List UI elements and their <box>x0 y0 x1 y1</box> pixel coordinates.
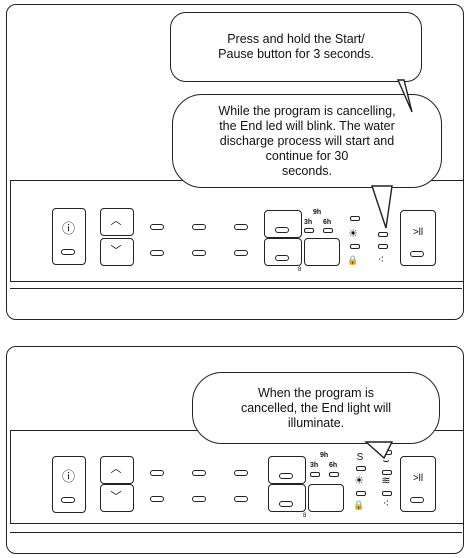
end-icon: ⌣ <box>382 455 390 467</box>
callout-start-pause: Press and hold the Start/ Pause button f… <box>170 12 422 82</box>
dry-indicator-led <box>356 491 366 496</box>
timer-label-6h: 6h <box>329 462 338 469</box>
timer-label-6h: 6h <box>323 219 332 226</box>
lock-icon: 🔒 <box>353 500 365 510</box>
timer-label-8: 8 <box>298 267 302 273</box>
delay-timer-led <box>279 501 293 507</box>
salt-icon: ⁖ <box>377 254 385 266</box>
half-load-icon: S <box>356 452 364 463</box>
half-load-indicator-led <box>356 466 366 471</box>
power-icon: ⓘ <box>62 469 76 484</box>
timer-label-9h: 9h <box>313 209 322 216</box>
power-led <box>61 249 75 255</box>
salt-indicator-led <box>382 491 392 496</box>
rinse-aid-icon: ≋ <box>381 475 391 487</box>
program-led <box>150 470 164 476</box>
play-pause-icon: >ll <box>412 227 424 238</box>
timer-label-3h: 3h <box>304 219 313 226</box>
chevron-up-icon: ︿ <box>110 215 122 227</box>
program-up-button[interactable]: ︿ <box>100 456 134 484</box>
rinse-aid-indicator-led <box>378 244 388 249</box>
timer-led-3h <box>304 228 314 233</box>
program-up-button[interactable]: ︿ <box>100 208 134 236</box>
half-load-indicator-led <box>350 216 360 221</box>
program-led <box>234 470 248 476</box>
program-led <box>234 224 248 230</box>
program-led <box>192 496 206 502</box>
program-led <box>150 224 164 230</box>
timer-display <box>308 484 344 512</box>
callout-cancelling: While the program is cancelling, the End… <box>172 94 442 188</box>
power-button[interactable]: ⓘ <box>52 456 86 513</box>
program-down-button[interactable]: ﹀ <box>100 484 134 512</box>
program-led <box>234 250 248 256</box>
timer-led-6h <box>323 228 333 233</box>
callout-text: When the program is cancelled, the End l… <box>240 385 392 430</box>
callout-text: While the program is cancelling, the End… <box>218 103 396 178</box>
callout-text: Press and hold the Start/ Pause button f… <box>218 32 374 61</box>
power-button[interactable]: ⓘ <box>52 208 86 265</box>
chevron-up-icon: ︿ <box>110 463 122 475</box>
dry-icon: ☀ <box>354 475 364 487</box>
delay-timer-button[interactable] <box>268 484 306 512</box>
panel-bottom-edge <box>10 532 462 533</box>
program-down-button[interactable]: ﹀ <box>100 238 134 266</box>
half-load-button[interactable] <box>268 456 306 484</box>
rinse-aid-indicator-led <box>382 470 392 475</box>
timer-led-3h <box>310 472 320 477</box>
power-icon: ⓘ <box>62 221 76 236</box>
half-load-button[interactable] <box>264 210 302 238</box>
program-led <box>150 250 164 256</box>
program-led <box>234 496 248 502</box>
program-led <box>192 224 206 230</box>
panel-bottom-edge <box>10 288 462 289</box>
salt-icon: ⁖ <box>382 498 390 510</box>
dry-icon: ☀ <box>348 228 358 240</box>
timer-label-9h: 9h <box>320 452 329 459</box>
start-pause-button[interactable]: >ll <box>400 456 436 512</box>
delay-timer-led <box>275 255 289 261</box>
program-led <box>192 470 206 476</box>
start-pause-button[interactable]: >ll <box>400 210 436 266</box>
lock-icon: 🔒 <box>347 255 359 265</box>
end-indicator-led <box>378 232 388 237</box>
chevron-down-icon: ﹀ <box>110 245 122 257</box>
play-pause-icon: >ll <box>412 473 424 484</box>
delay-timer-button[interactable] <box>264 238 302 266</box>
program-led <box>192 250 206 256</box>
timer-label-3h: 3h <box>310 462 319 469</box>
dry-indicator-led <box>350 244 360 249</box>
chevron-down-icon: ﹀ <box>110 491 122 503</box>
callout-cancelled: When the program is cancelled, the End l… <box>192 372 440 444</box>
half-load-led <box>275 227 289 233</box>
power-led <box>61 497 75 503</box>
start-pause-led <box>410 497 424 503</box>
timer-display <box>304 238 340 266</box>
start-pause-led <box>410 251 424 257</box>
program-led <box>150 496 164 502</box>
half-load-led <box>279 473 293 479</box>
timer-label-8: 8 <box>303 513 307 519</box>
timer-led-6h <box>329 472 339 477</box>
